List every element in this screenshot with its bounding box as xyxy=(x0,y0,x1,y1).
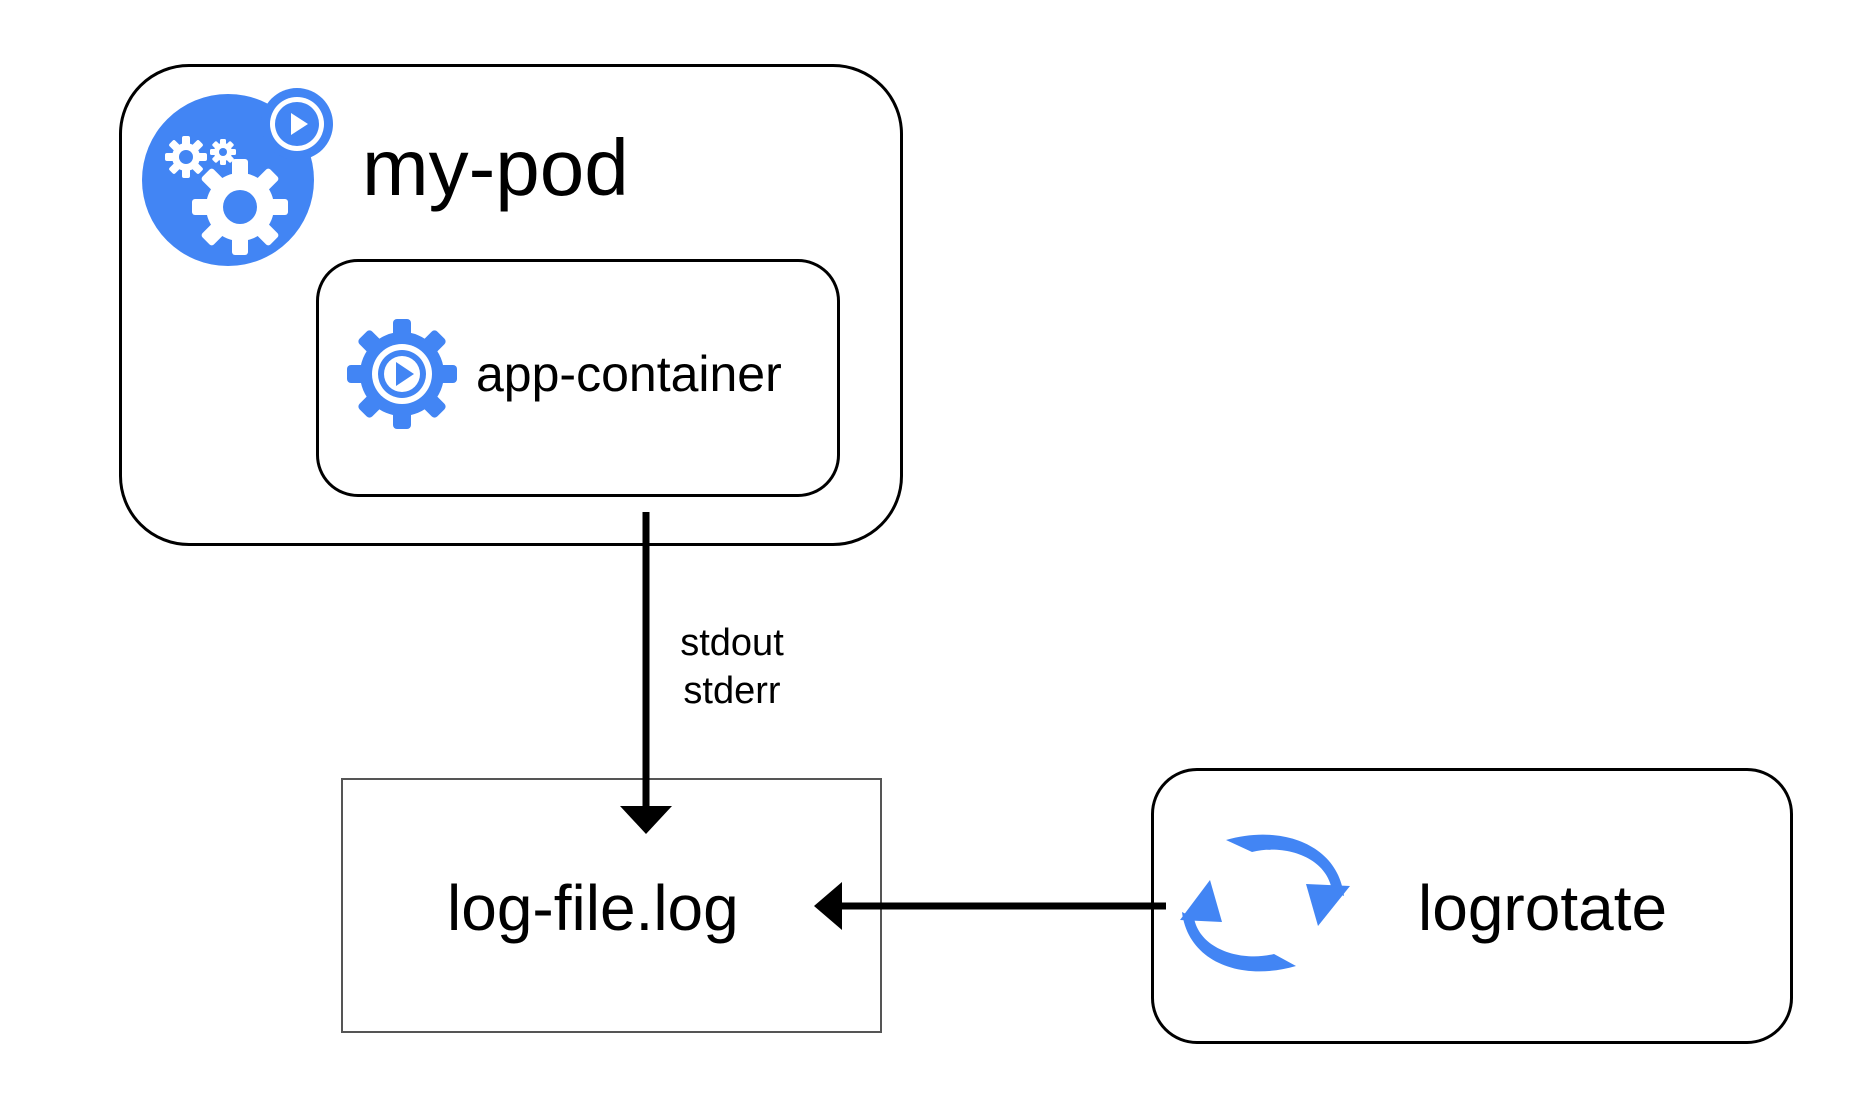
edge-label-stdout: stdout xyxy=(680,622,784,664)
container-gear-icon xyxy=(347,319,457,429)
edge-label-stderr: stderr xyxy=(683,670,781,712)
pod-gears-icon xyxy=(142,88,333,266)
pod-label: my-pod xyxy=(362,123,629,212)
pod-node xyxy=(119,64,903,546)
container-label: app-container xyxy=(476,346,782,402)
edge-label-stdout-stderr: stdout stderr xyxy=(672,619,792,715)
container-node xyxy=(316,259,840,497)
edge-container-to-logfile xyxy=(620,512,672,834)
logrotate-label: logrotate xyxy=(1418,872,1668,944)
log-file-label: log-file.log xyxy=(447,872,739,944)
rotate-arrows-icon xyxy=(1180,834,1350,972)
edge-logrotate-to-logfile xyxy=(814,882,1166,930)
